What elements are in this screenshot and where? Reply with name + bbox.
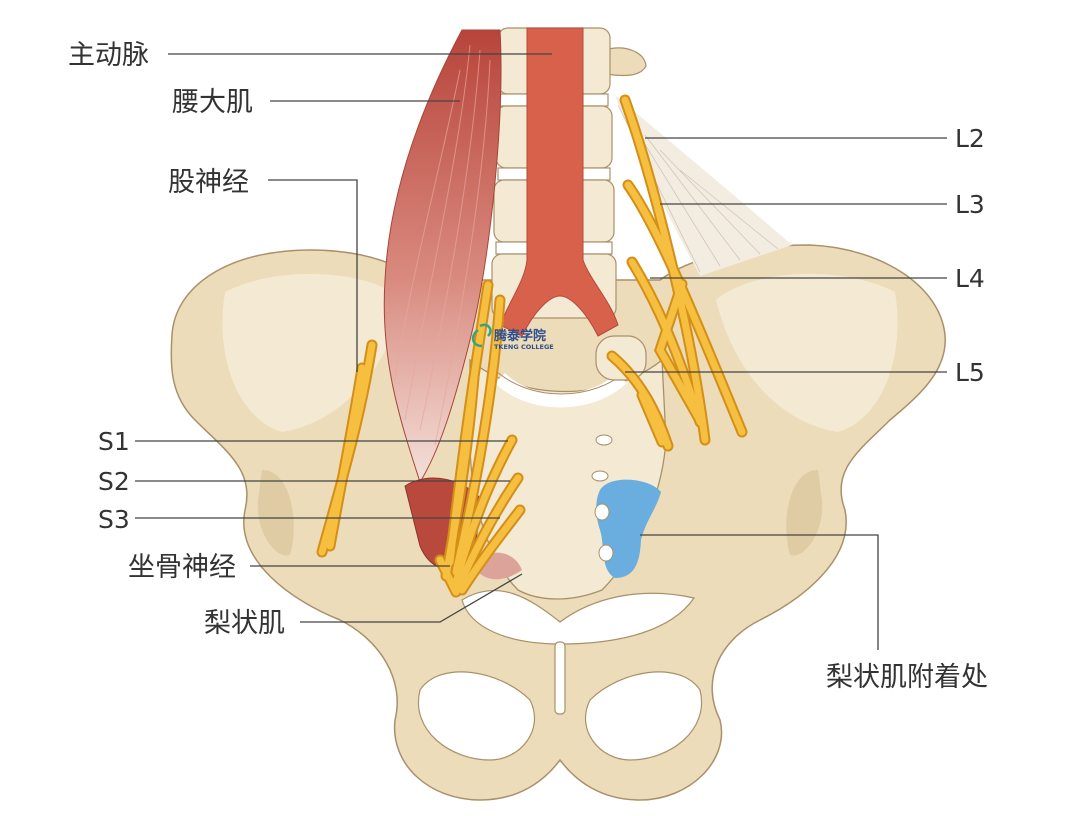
label-femoral-nerve: 股神经: [168, 167, 249, 198]
right-iliac-fossa: [716, 273, 898, 432]
left-obturator-foramen: [417, 671, 536, 761]
label-l5: L5: [955, 358, 985, 387]
label-l3: L3: [955, 190, 985, 219]
label-s2: S2: [98, 467, 130, 496]
aorta: [499, 27, 619, 337]
label-l2: L2: [955, 124, 985, 153]
right-psoas-fibres: [615, 95, 792, 276]
leader-piriformis: [300, 573, 523, 623]
fan-line: [644, 134, 741, 261]
psoas-line: [434, 59, 491, 446]
l5-s1-disc: [495, 372, 627, 408]
psoas-line: [419, 49, 481, 431]
left-acetabulum: [257, 470, 294, 556]
label-aorta: 主动脉: [68, 40, 149, 71]
sacral-foramen: [594, 503, 610, 521]
right-psoas-fan: [615, 95, 792, 276]
labels: 主动脉 腰大肌 股神经 L2 L3 L4 L5 S1 S2 S3 坐骨神经 梨状…: [68, 40, 988, 693]
psoas-line: [404, 44, 471, 421]
psoas-striations: [394, 44, 491, 446]
watermark-logo-icon: [471, 323, 492, 348]
leader-lines: [135, 53, 947, 650]
leader-piriformis-attachment: [640, 534, 879, 650]
leader-femoral: [268, 179, 358, 372]
left-iliac-fossa: [222, 273, 404, 432]
watermark: 腾泰学院 TKENG COLLEGE: [471, 323, 554, 351]
label-s3: S3: [98, 505, 130, 534]
fan-line: [679, 169, 779, 250]
pubic-symphysis: [554, 641, 566, 715]
sacral-foramen: [595, 434, 613, 446]
label-psoas-major: 腰大肌: [172, 87, 253, 118]
label-s1: S1: [98, 427, 130, 456]
label-l4: L4: [955, 264, 985, 293]
watermark-name-en: TKENG COLLEGE: [494, 343, 554, 351]
psoas-line: [394, 69, 461, 381]
right-obturator-foramen: [584, 671, 703, 761]
label-piriformis: 梨状肌: [204, 608, 285, 639]
pelvic-outlet: [461, 590, 695, 645]
label-piriformis-attachment: 梨状肌附着处: [826, 662, 988, 693]
sacral-foramen: [591, 470, 609, 482]
transverse-process: [604, 47, 647, 77]
sacral-foramina: [591, 434, 614, 562]
sacral-foramen: [598, 544, 614, 562]
label-sciatic-nerve: 坐骨神经: [128, 552, 236, 583]
watermark-name-cn: 腾泰学院: [493, 328, 546, 344]
right-acetabulum: [786, 470, 823, 556]
fan-line: [659, 149, 761, 255]
